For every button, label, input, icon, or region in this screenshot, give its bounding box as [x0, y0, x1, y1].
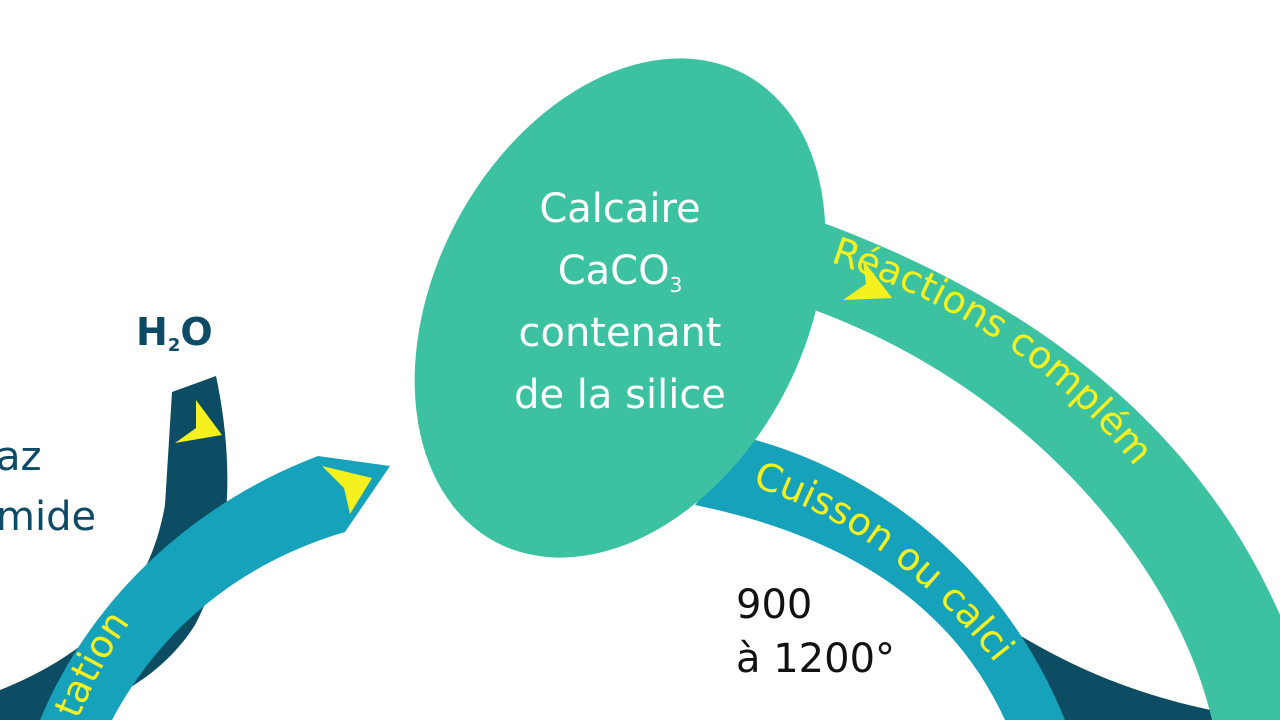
node-line-2: CaCO3	[557, 248, 683, 297]
node-line-4: de la silice	[514, 372, 726, 418]
temp-line-2: à 1200°	[736, 636, 896, 682]
node-calcaire-text: Calcaire CaCO3 contenant de la silice	[470, 178, 770, 426]
node-calcaire	[414, 58, 826, 558]
label-h2o: H2O	[136, 310, 213, 356]
arrowhead-h2o-icon	[175, 400, 222, 443]
node-line-3: contenant	[518, 310, 722, 356]
node-line-1: Calcaire	[539, 186, 701, 232]
temp-line-1: 900	[736, 582, 813, 628]
teal-band-cuisson	[695, 438, 1065, 720]
label-gaz-fragment: az	[0, 434, 42, 480]
arrowhead-carbonatation-icon	[322, 466, 372, 514]
arrowhead-reactions-icon	[843, 260, 892, 300]
label-temperature: 900 à 1200°	[736, 578, 895, 686]
teal-arrow-carbonatation	[40, 456, 390, 720]
green-band-reactions	[800, 218, 1280, 720]
label-humide-fragment: mide	[0, 494, 97, 540]
